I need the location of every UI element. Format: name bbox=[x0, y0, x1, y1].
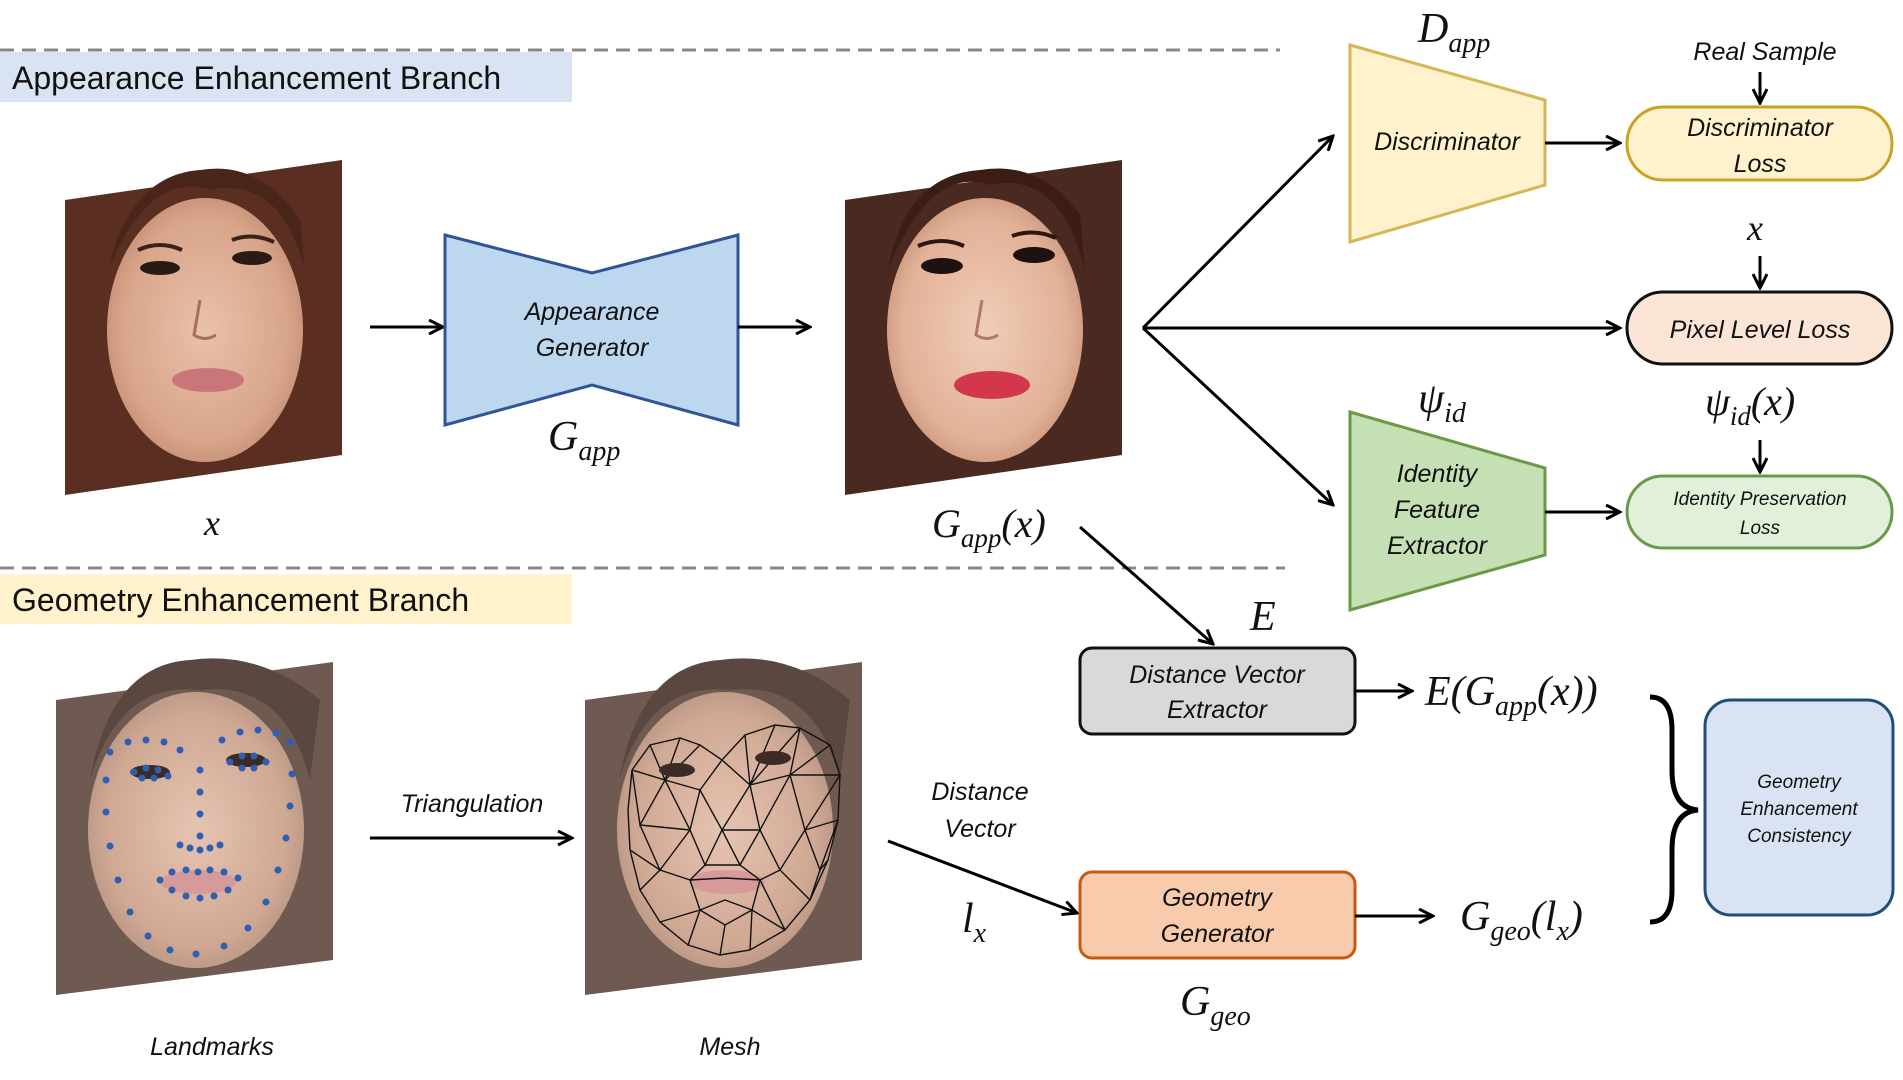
discriminator-label: Discriminator bbox=[1374, 128, 1522, 156]
identity-extractor-line3: Extractor bbox=[1387, 532, 1489, 560]
discriminator-block bbox=[1348, 43, 1547, 245]
enhanced-face-image bbox=[845, 160, 1122, 495]
appearance-generator-label-line1: Appearance bbox=[523, 298, 660, 326]
identity-extractor-line2: Feature bbox=[1394, 496, 1480, 524]
geometry-enhancement-consistency-block bbox=[1703, 698, 1895, 917]
g-geo-label: Ggeo bbox=[1180, 979, 1251, 1032]
arrow-output-to-identity-extractor bbox=[1141, 326, 1333, 505]
arrow-mesh-to-geometry-generator bbox=[887, 839, 1077, 913]
geometry-generator-line1: Geometry bbox=[1162, 884, 1273, 912]
discriminator-loss-block bbox=[1625, 105, 1894, 182]
pixel-level-loss-block bbox=[1625, 290, 1894, 366]
identity-loss-line2: Loss bbox=[1740, 518, 1781, 539]
landmarks-label: Landmarks bbox=[150, 1033, 274, 1061]
distance-extractor-line2: Extractor bbox=[1167, 696, 1269, 724]
target-x-label: x bbox=[1746, 208, 1763, 248]
psi-id-x-label: ψid(x) bbox=[1705, 379, 1795, 431]
appearance-generator-block bbox=[443, 233, 740, 427]
identity-loss-line1: Identity Preservation bbox=[1673, 489, 1846, 510]
discriminator-loss-line1: Discriminator bbox=[1687, 114, 1835, 142]
real-sample-label: Real Sample bbox=[1693, 38, 1836, 66]
distance-vector-label-line1: Distance bbox=[931, 778, 1028, 806]
e-label: E bbox=[1249, 594, 1276, 640]
g-app-label: Gapp bbox=[548, 414, 620, 467]
geometry-branch-label-bg bbox=[0, 574, 572, 624]
consistency-line1: Geometry bbox=[1757, 772, 1842, 793]
consistency-line3: Consistency bbox=[1747, 826, 1852, 847]
g-geo-lx-label: Ggeo(lx) bbox=[1460, 894, 1583, 947]
geometry-generator-line2: Generator bbox=[1161, 920, 1275, 948]
d-app-label: Dapp bbox=[1417, 6, 1490, 59]
pixel-level-loss-label: Pixel Level Loss bbox=[1670, 316, 1851, 344]
face-mesh bbox=[627, 724, 841, 956]
landmark-points bbox=[102, 726, 296, 958]
triangulation-label: Triangulation bbox=[401, 790, 544, 818]
psi-id-label: ψid bbox=[1418, 376, 1467, 429]
consistency-curly-brace bbox=[1649, 694, 1699, 925]
discriminator-loss-line2: Loss bbox=[1734, 150, 1787, 178]
e-g-app-x-label: E(Gapp(x)) bbox=[1424, 669, 1598, 722]
appearance-branch-label: Appearance Enhancement Branch bbox=[12, 60, 501, 96]
mesh-face-image bbox=[585, 658, 862, 995]
consistency-line2: Enhancement bbox=[1740, 799, 1858, 820]
identity-feature-extractor-block bbox=[1348, 410, 1547, 612]
arrow-output-to-discriminator bbox=[1141, 136, 1333, 330]
identity-preservation-loss-block bbox=[1625, 474, 1894, 550]
appearance-branch-label-bg bbox=[0, 52, 572, 102]
mesh-label: Mesh bbox=[699, 1033, 760, 1061]
input-face-image bbox=[65, 160, 342, 495]
arrow-output-to-distance-extractor bbox=[1079, 525, 1213, 644]
l-x-label: lx bbox=[962, 896, 987, 949]
distance-vector-label-line2: Vector bbox=[944, 815, 1017, 843]
landmarks-face-image bbox=[56, 658, 333, 995]
appearance-generator-label-line2: Generator bbox=[536, 334, 650, 362]
g-app-x-label: Gapp(x) bbox=[932, 501, 1046, 553]
geometry-branch-label: Geometry Enhancement Branch bbox=[12, 582, 469, 618]
identity-extractor-line1: Identity bbox=[1397, 460, 1479, 488]
distance-extractor-line1: Distance Vector bbox=[1129, 661, 1306, 689]
input-x-label: x bbox=[203, 503, 220, 543]
